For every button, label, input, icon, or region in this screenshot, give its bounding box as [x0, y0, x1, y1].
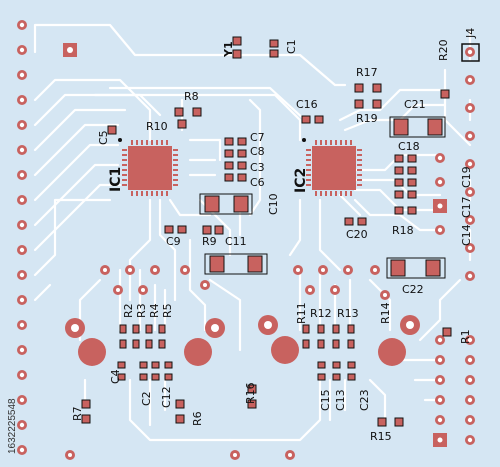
label-c19: C19	[460, 166, 473, 188]
label-r5: R5	[161, 303, 174, 318]
square-pad-top-left	[63, 43, 77, 57]
right-header-pins	[461, 43, 480, 281]
label-c3: C3	[250, 161, 265, 174]
label-r1: R1	[459, 329, 472, 344]
label-c21: C21	[404, 98, 426, 111]
label-c15: C15	[319, 389, 332, 411]
label-y1: Y1	[222, 41, 235, 58]
label-r6: R6	[191, 411, 204, 426]
smd-components	[81, 36, 452, 427]
label-c12: C12	[160, 386, 173, 408]
label-r10: R10	[146, 120, 168, 133]
silk-labels: IC1 IC2 Y1 C1 J4 R20 R17 R19 C21 C16 R8 …	[71, 28, 477, 443]
label-c7: C7	[250, 131, 265, 144]
label-r9: R9	[202, 235, 217, 248]
label-ic2: IC2	[293, 168, 309, 193]
label-r7: R7	[71, 406, 84, 421]
label-c10: C10	[267, 193, 280, 215]
label-r2: R2	[122, 303, 135, 318]
label-c14: C14	[460, 224, 473, 246]
bottom-pins	[65, 450, 295, 460]
label-r4: R4	[148, 303, 161, 318]
label-r18: R18	[392, 224, 414, 237]
label-c16: C16	[296, 98, 318, 111]
label-ic1: IC1	[108, 167, 124, 192]
label-c13: C13	[334, 389, 347, 411]
label-c4: C4	[109, 369, 122, 384]
label-r14: R14	[379, 302, 392, 324]
label-r20: R20	[437, 39, 450, 61]
label-c11: C11	[225, 235, 247, 248]
mid-right-pins	[433, 153, 447, 235]
label-c2: C2	[140, 391, 153, 406]
label-r13: R13	[337, 307, 359, 320]
label-c23: C23	[358, 389, 371, 411]
label-r12: R12	[310, 307, 332, 320]
ic1-chip	[118, 138, 178, 196]
label-c18: C18	[398, 140, 420, 153]
label-c8: C8	[250, 145, 265, 158]
label-r16: R16	[244, 382, 257, 404]
left-connector	[65, 265, 225, 366]
right-connector	[258, 265, 420, 366]
label-r11: R11	[295, 302, 308, 324]
label-r3: R3	[135, 303, 148, 318]
left-header-pins	[17, 20, 27, 455]
stock-id-label: 1632225548	[7, 398, 18, 454]
label-c9: C9	[166, 235, 181, 248]
bottom-right-pins	[433, 335, 475, 447]
label-c6: C6	[250, 176, 265, 189]
label-c22: C22	[402, 283, 424, 296]
label-r19: R19	[356, 112, 378, 125]
ic2-chip	[302, 138, 362, 196]
label-c17: C17	[460, 196, 473, 218]
label-r8: R8	[184, 90, 199, 103]
label-r17: R17	[356, 66, 378, 79]
label-j4: J4	[464, 28, 477, 39]
label-c1: C1	[285, 39, 298, 54]
label-c20: C20	[346, 228, 368, 241]
label-r15: R15	[370, 430, 392, 443]
label-c5: C5	[97, 130, 110, 145]
